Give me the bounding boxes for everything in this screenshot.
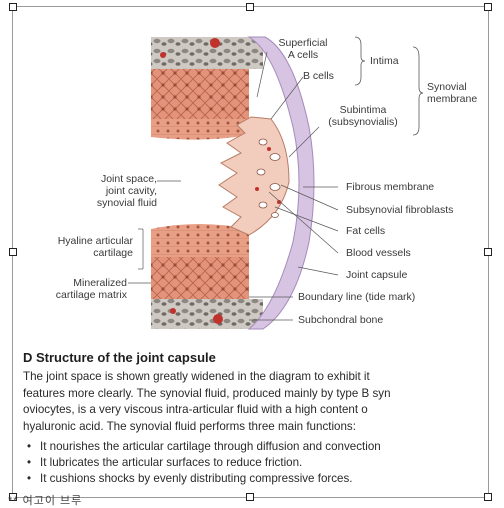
lower-cartilage-surface xyxy=(151,224,249,257)
label-blood-vessels: Blood vessels xyxy=(346,247,411,259)
leader-lines xyxy=(128,51,339,321)
upper-cartilage xyxy=(151,69,249,119)
label-intima: Intima xyxy=(370,55,399,67)
label-fat-cells: Fat cells xyxy=(346,225,386,237)
text-section: D Structure of the joint capsule The joi… xyxy=(23,350,488,487)
joint-capsule xyxy=(247,36,315,330)
list-item: It cushions shocks by evenly distributin… xyxy=(23,471,488,487)
resize-handle[interactable] xyxy=(9,3,17,11)
label-boundary-line: Boundary line (tide mark) xyxy=(298,291,416,303)
paragraph-line-4: hyaluronic acid. The synovial fluid perf… xyxy=(23,419,356,433)
label-subchondral-bone: Subchondral bone xyxy=(298,314,384,326)
resize-handle[interactable] xyxy=(9,248,17,256)
lower-cartilage xyxy=(151,257,249,299)
label-joint-space: Joint space,joint cavity,synovial fluid xyxy=(96,173,157,209)
label-fibrous-membrane: Fibrous membrane xyxy=(346,181,435,193)
upper-bone-vessel xyxy=(210,38,220,48)
resize-handle[interactable] xyxy=(9,493,17,501)
footnote: ** 여고이 브루 xyxy=(8,495,83,507)
label-subsynovial-fibroblasts: Subsynovial fibroblasts xyxy=(346,204,454,216)
upper-cartilage-surface xyxy=(151,119,249,140)
label-b-cells: B cells xyxy=(303,70,334,82)
paragraph-line-1: The joint space is shown greatly widened… xyxy=(23,370,370,383)
paragraph-line-2: features more clearly. The synovial flui… xyxy=(23,386,391,400)
joint-capsule-illustration xyxy=(128,36,424,330)
subintima-vessels xyxy=(255,147,281,204)
label-joint-capsule: Joint capsule xyxy=(346,269,408,281)
resize-handle[interactable] xyxy=(246,3,254,11)
subintima-cells xyxy=(256,138,281,218)
resize-handle[interactable] xyxy=(484,3,492,11)
list-item: It nourishes the articular cartilage thr… xyxy=(23,439,488,455)
resize-handle[interactable] xyxy=(484,248,492,256)
function-list: It nourishes the articular cartilage thr… xyxy=(23,439,488,487)
label-braces xyxy=(354,36,424,136)
label-subintima: Subintima(subsynovialis) xyxy=(328,104,398,128)
list-item: It lubricates the articular surfaces to … xyxy=(23,455,488,471)
paragraph-line-3: oviocytes, is a very viscous intra-artic… xyxy=(23,403,368,417)
section-heading: D Structure of the joint capsule xyxy=(23,350,216,365)
lower-bone-vessel xyxy=(213,314,223,324)
resize-handle[interactable] xyxy=(246,493,254,501)
lower-bone xyxy=(151,299,263,329)
lower-bone-vessel xyxy=(170,308,176,314)
upper-bone-vessel xyxy=(160,52,166,58)
upper-bone xyxy=(151,37,263,69)
resize-handle[interactable] xyxy=(484,493,492,501)
